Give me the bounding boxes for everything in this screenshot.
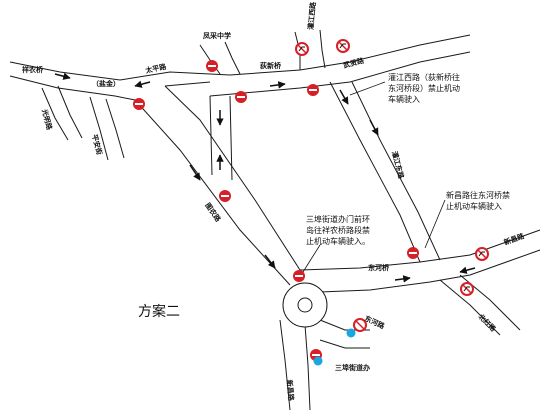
no-left-turn-sign bbox=[295, 42, 309, 56]
no-u-turn-sign bbox=[475, 247, 489, 261]
label-sanfu-office: 三埠街道办 bbox=[335, 363, 370, 372]
label-donghe-bridge: 东河桥 bbox=[368, 263, 390, 272]
label-guanjiang-east: 灌江东路 bbox=[390, 150, 406, 180]
no-u-turn-sign bbox=[460, 282, 474, 296]
label-south-road: 新昌路 bbox=[285, 379, 296, 402]
info-sign bbox=[313, 356, 323, 366]
label-east-side: 东河路 bbox=[363, 314, 387, 331]
no-entry-sign bbox=[307, 84, 319, 96]
road-network bbox=[9, 29, 541, 411]
label-wutong: 武贤路 bbox=[342, 56, 366, 70]
note-sanfu-2: 岛往祥农桥路段禁 bbox=[306, 225, 370, 235]
label-yanjin: （盐金） bbox=[92, 79, 120, 88]
scheme-title: 方案二 bbox=[138, 303, 180, 320]
info-signs bbox=[313, 328, 356, 366]
label-xiangqiao: 祥农桥 bbox=[22, 65, 44, 74]
direction-arrows bbox=[54, 72, 476, 283]
label-fengcai-school: 凤采中学 bbox=[203, 31, 231, 40]
no-entry-sign bbox=[133, 98, 145, 110]
no-entry-sign bbox=[219, 190, 231, 202]
callout-lines bbox=[302, 81, 446, 273]
no-entry-sign bbox=[293, 270, 305, 282]
no-entry-sign bbox=[407, 247, 419, 259]
notes: 灌江西路（荻新桥往 东河桥段）禁止机动 车辆驶入 新昌路往东河桥禁 止机动车辆驶… bbox=[306, 72, 510, 246]
note-guanjiang-west-1: 灌江西路（荻新桥往 bbox=[388, 72, 460, 82]
label-huoxin-bridge: 荻新桥 bbox=[260, 61, 282, 70]
no-left-turn-sign bbox=[353, 318, 367, 332]
note-guanjiang-west-2: 东河桥段）禁止机动 bbox=[388, 83, 460, 93]
note-guanjiang-west-3: 车辆驶入 bbox=[388, 94, 420, 104]
no-entry-signs bbox=[133, 60, 419, 361]
note-sanfu-3: 止机动车辆驶入。 bbox=[306, 236, 370, 246]
note-xinchang-2: 止机动车辆驶入 bbox=[446, 201, 502, 211]
info-sign bbox=[346, 328, 356, 338]
no-turn-signs bbox=[295, 39, 489, 332]
no-entry-sign bbox=[206, 60, 218, 72]
roundabout bbox=[282, 282, 328, 328]
scheme-title-text: 方案二 bbox=[138, 303, 180, 320]
note-xinchang-1: 新昌路往东河桥禁 bbox=[446, 190, 510, 200]
label-xinchang: 新昌路 bbox=[503, 231, 527, 247]
no-entry-sign bbox=[235, 91, 247, 103]
note-sanfu-1: 三埠街道办门前环 bbox=[306, 214, 370, 224]
label-guanjiang-west: 灌江西路 bbox=[306, 1, 317, 31]
no-left-turn-sign bbox=[336, 39, 350, 53]
